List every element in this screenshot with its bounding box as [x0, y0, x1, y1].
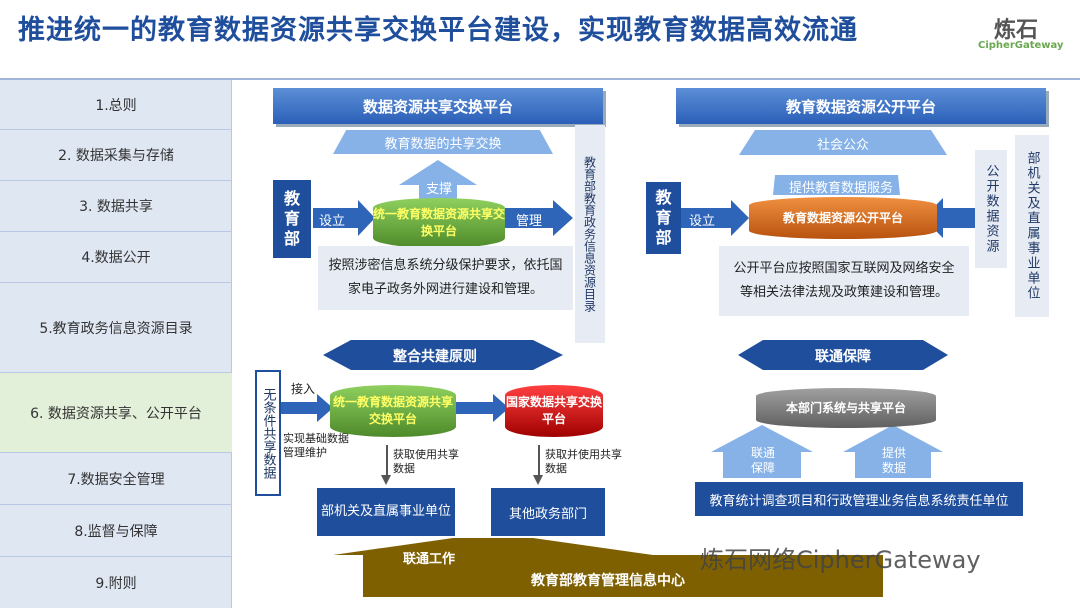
open-platform-cylinder: 教育数据资源公开平台 — [749, 197, 937, 239]
open-platform-note: 公开平台应按照国家互联网及网络安全等相关法律法规及政策建设和管理。 — [719, 246, 969, 316]
access-label: 接入 — [291, 382, 316, 396]
main-diagram: 数据资源共享交换平台 教育数据的共享交换 支撑 教育部 设立 管理 统一教育数据… — [233, 80, 1080, 608]
data-service-label: 提供教育数据服务 — [789, 181, 894, 196]
share-platform-note: 按照涉密信息系统分级保护要求，依托国家电子政务外网进行建设和管理。 — [318, 246, 573, 310]
public-data-vertical: 公开数据资源 — [975, 150, 1007, 268]
share-exchange-label: 教育数据的共享交换 — [333, 130, 553, 154]
units-box: 部机关及直属事业单位 — [317, 488, 455, 536]
sidebar-item-sharing[interactable]: 3. 数据共享 — [0, 181, 232, 232]
sidebar: 1.总则 2. 数据采集与存储 3. 数据共享 4.数据公开 5.教育政务信息资… — [0, 80, 232, 608]
sidebar-item-general[interactable]: 1.总则 — [0, 80, 232, 130]
setup-label-right: 设立 — [689, 214, 716, 229]
dept-system-cylinder: 本部门系统与共享平台 — [756, 388, 936, 428]
connect-work-label: 联通工作 — [403, 552, 456, 567]
share-platform-cylinder: 统一教育数据资源共享交换平台 — [373, 198, 505, 248]
sidebar-item-open[interactable]: 4.数据公开 — [0, 232, 232, 283]
responsible-units-box: 教育统计调查项目和行政管理业务信息系统责任单位 — [695, 482, 1023, 516]
setup-label-left: 设立 — [319, 214, 346, 229]
sidebar-item-appendix[interactable]: 9.附则 — [95, 575, 137, 592]
header-divider — [0, 78, 1080, 80]
share-platform-banner: 数据资源共享交换平台 — [273, 88, 603, 124]
sidebar-item-catalog[interactable]: 5.教育政务信息资源目录 — [0, 283, 232, 373]
manage-label: 管理 — [516, 214, 543, 229]
catalog-vertical: 教育部教育政务信息资源目录 — [575, 125, 605, 343]
connectivity-banner: 联通保障 — [815, 349, 871, 365]
sidebar-item-platform[interactable]: 6. 数据资源共享、公开平台 — [0, 373, 232, 453]
ministry-box-left: 教育部 — [273, 180, 311, 258]
watermark: 炼石网络CipherGateway — [700, 546, 981, 574]
open-platform-banner: 教育数据资源公开平台 — [676, 88, 1046, 124]
integration-banner: 整合共建原则 — [393, 349, 477, 365]
ministry-box-right: 教育部 — [646, 182, 681, 254]
get-right-label: 获取并使用共享数据 — [545, 448, 622, 475]
sidebar-item-supervision[interactable]: 8.监督与保障 — [0, 505, 232, 557]
get-left-label: 获取使用共享数据 — [393, 448, 459, 475]
integration-green-cylinder: 统一教育数据资源共享交换平台 — [330, 385, 456, 437]
units-vertical: 部机关及直属事业单位 — [1015, 135, 1049, 317]
connect-guarantee-label: 联通保障 — [750, 446, 775, 475]
sidebar-item-collection[interactable]: 2. 数据采集与存储 — [0, 130, 232, 181]
page-title: 推进统一的教育数据资源共享交换平台建设，实现教育数据高效流通 — [18, 15, 858, 46]
other-depts-box: 其他政务部门 — [491, 488, 605, 536]
unconditional-vertical: 无条件共享数据 — [255, 370, 281, 496]
logo: 炼石 — [994, 18, 1039, 43]
provide-data-label: 提供数据 — [881, 446, 906, 475]
support-label: 支撑 — [426, 182, 453, 197]
national-red-cylinder: 国家数据共享交换平台 — [505, 385, 603, 437]
public-label: 社会公众 — [817, 138, 870, 153]
info-center-label: 教育部教育管理信息中心 — [531, 573, 685, 589]
sidebar-item-security[interactable]: 7.数据安全管理 — [0, 453, 232, 505]
maintain-label: 实现基础数据管理维护 — [283, 432, 349, 459]
logo-subtitle: CipherGateway — [978, 40, 1064, 51]
